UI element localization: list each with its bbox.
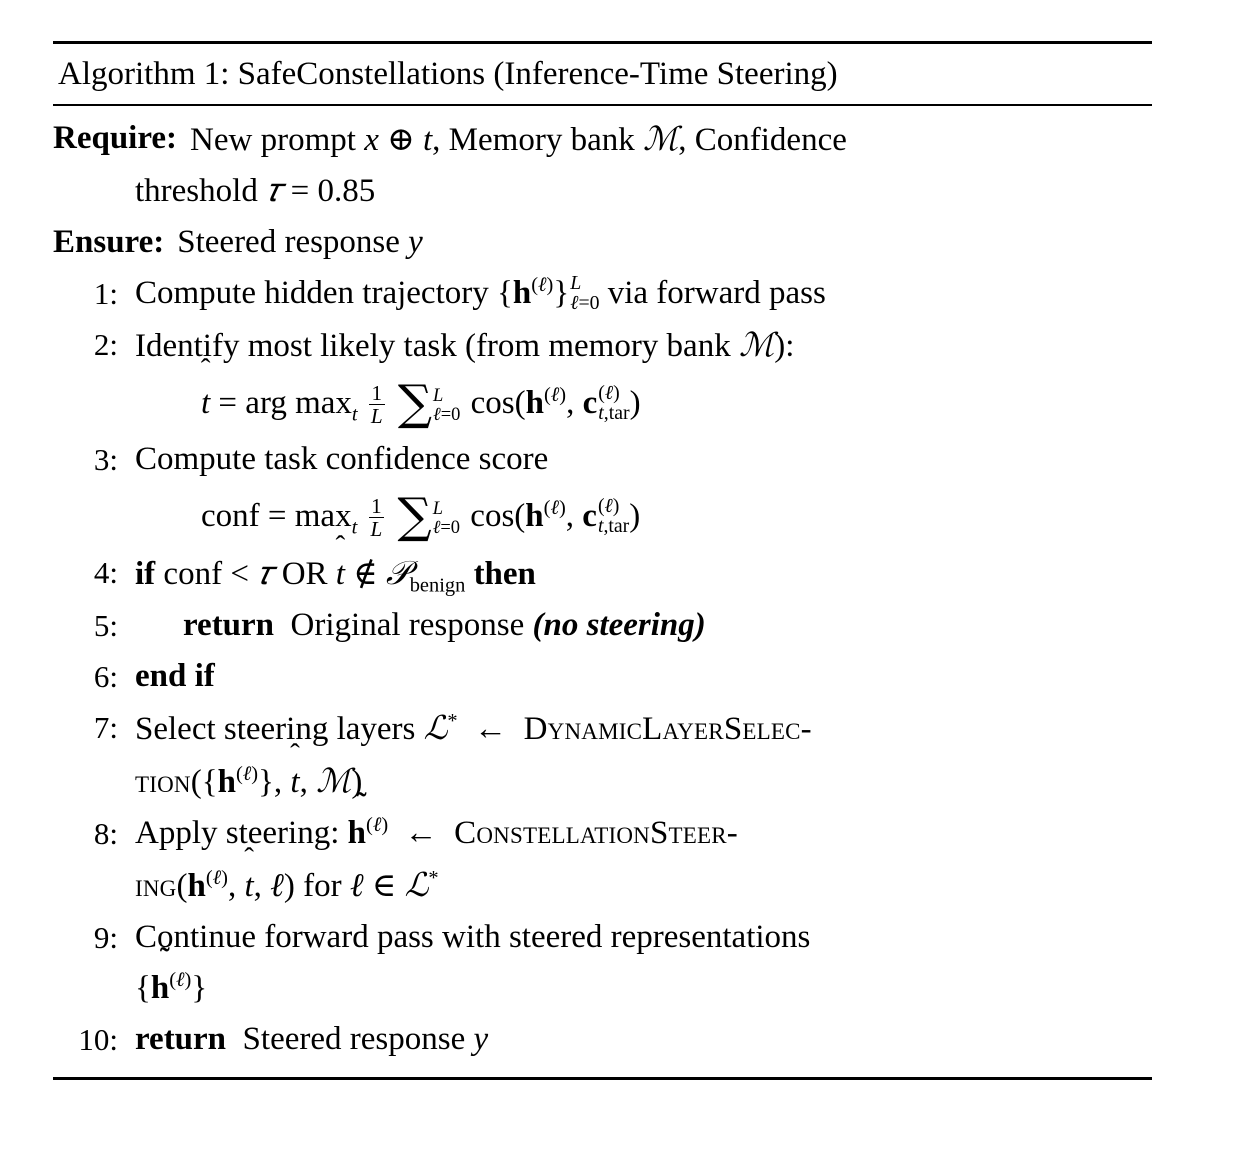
step-number-4: 4: [93,555,118,590]
step1-suffix: via forward pass [607,275,826,311]
step8-first-row: Apply steering: ̃h(ℓ) ← ConstellationSte… [135,814,738,851]
step10-text: Steered response [242,1021,466,1057]
rule-top [53,41,1152,44]
step-text-5: return Original response (no steering) [135,600,1152,651]
ensure-label: Ensure: [53,224,165,260]
step-number-10: 10: [78,1022,118,1057]
require-conf-label: , Confidence [678,122,847,158]
step10-return-keyword: return [135,1021,227,1057]
step7-first-row: Select steering layers ℒ* ← DynamicLayer… [135,708,812,747]
step-line-9: 9: Continue forward pass with steered re… [53,912,1152,1014]
require-line-continued: threshold 𝜏 = 0.85 [53,166,1152,217]
step5-return-keyword: return [183,607,275,643]
step-2-formula: ̂t = arg maxt 1L ∑Lℓ=0 cos(h(ℓ), c(ℓ)t,t… [201,376,641,432]
step7-proc-b: Layer [642,711,724,747]
algorithm-block: Algorithm 1: SafeConstellations (Inferen… [53,41,1152,1080]
require-label: Require: [53,120,178,156]
step-text-2: Identify most likely task (from memory b… [135,325,795,364]
require-text: New prompt x ⊕ t, Memory bank ℳ, Confide… [190,119,847,158]
step4-if-keyword: if [135,556,156,592]
algorithm-body: Require: New prompt x ⊕ t, Memory bank ℳ… [53,106,1152,1077]
require-new-prompt-label: New prompt [190,122,356,158]
step-text-9: Continue forward pass with steered repre… [135,912,1152,1014]
step2-text: Identify most likely task (from memory b… [135,328,731,364]
step-line-3: 3: Compute task confidence score [53,434,1152,485]
step-line-7: 7: Select steering layers ℒ* ← DynamicLa… [53,702,1152,808]
step-number-7: 7: [93,710,118,745]
step4-then-keyword: then [473,556,536,592]
step9-first-row: Continue forward pass with steered repre… [135,919,811,955]
step-line-8: 8: Apply steering: ̃h(ℓ) ← Constellation… [53,808,1152,912]
ensure-line: Ensure: Steered response y [53,217,1152,268]
step-text-6: end if [135,658,215,694]
step7-proc-a: Dynamic [523,711,643,747]
step-text-4: if conf < 𝜏 OR ̂t ∉ 𝒫benign then [135,553,536,597]
step-line-2: 2: Identify most likely task (from memor… [53,319,1152,372]
step4-or: OR [281,556,328,592]
require-line: Require: New prompt x ⊕ t, Memory bank ℳ… [53,113,1152,166]
step8-second-row: ing(h(ℓ), ̂t, ℓ) for ℓ ∈ ℒ* [135,865,439,904]
step8-for: for [303,868,342,904]
require-memory-label: , Memory bank [432,122,635,158]
step-number-3: 3: [93,442,118,477]
step7-proc-d: tion [135,764,191,800]
step-line-10: 10: return Steered response y [53,1014,1152,1065]
step-line-5: 5: return Original response (no steering… [53,600,1152,651]
step-number-2: 2: [93,327,118,362]
step-line-6: 6: end if [53,651,1152,702]
step-number-6: 6: [93,659,118,694]
require-threshold-text: threshold 𝜏 = 0.85 [135,173,376,209]
step-text-3: Compute task confidence score [135,441,549,477]
step7-text: Select steering layers [135,711,416,747]
step-number-8: 8: [93,816,118,851]
step2-close: ): [774,328,795,364]
step4-conf: conf [163,556,223,592]
step8-proc-c: ing [135,868,177,904]
step-text-7: Select steering layers ℒ* ← DynamicLayer… [135,702,1152,808]
step-number-5: 5: [93,608,118,643]
ensure-steered-label: Steered response [177,224,400,260]
step8-proc-a: Constellation [454,815,650,851]
require-threshold-label: threshold [135,173,258,209]
step8-text: Apply steering: [135,815,340,851]
algorithm-caption: Algorithm 1: SafeConstellations (Inferen… [58,56,838,92]
step7-second-row: tion({h(ℓ)}, ̂t, ℳ) [135,761,363,800]
rule-caption-divider [53,104,1152,106]
step-text-10: return Steered response y [135,1021,489,1057]
step1-prefix: Compute hidden trajectory [135,275,489,311]
ensure-text: Steered response y [177,224,423,260]
step5-text: Original response [290,607,525,643]
step-number-9: 9: [93,920,118,955]
step8-proc-b: Steer- [649,815,738,851]
step-line-4: 4: if conf < 𝜏 OR ̂t ∉ 𝒫benign then [53,547,1152,600]
step-number-1: 1: [93,276,118,311]
step-text-8: Apply steering: ̃h(ℓ) ← ConstellationSte… [135,808,1152,912]
step7-proc-c: Selec- [723,711,812,747]
step5-emphasis: (no steering) [532,607,706,643]
step9-second-row: {̃h(ℓ)} [135,969,208,1006]
rule-bottom [53,1077,1152,1080]
